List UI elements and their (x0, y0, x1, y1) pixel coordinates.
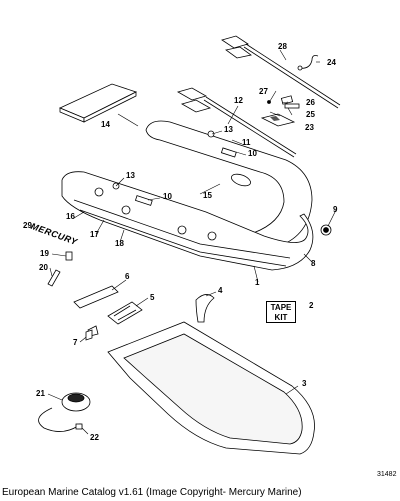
callout-26: 26 (306, 98, 315, 107)
seat-board (59, 83, 138, 123)
lanyard-part (297, 55, 319, 69)
tape-kit-box: TAPE KIT (266, 301, 296, 323)
callout-8: 8 (311, 259, 316, 268)
callout-11: 11 (242, 138, 251, 147)
oarlock-hardware (267, 95, 300, 109)
callout-22: 22 (90, 433, 99, 442)
callout-25: 25 (306, 110, 315, 119)
callout-23: 23 (305, 123, 314, 132)
callout-21: 21 (36, 389, 45, 398)
tape-kit-line2: KIT (274, 313, 288, 322)
floorboard (107, 321, 315, 455)
callout-14: 14 (101, 120, 110, 129)
valve-part (320, 224, 332, 236)
callout-17: 17 (90, 230, 99, 239)
callout-1: 1 (255, 278, 260, 287)
callout-5: 5 (150, 293, 155, 302)
screw-part (85, 329, 93, 341)
callout-10-upper: 10 (248, 149, 257, 158)
callout-19: 19 (40, 249, 49, 258)
callout-20: 20 (39, 263, 48, 272)
callout-7: 7 (73, 338, 78, 347)
diagram-reference-number: 31482 (377, 471, 397, 478)
callout-16: 16 (66, 212, 75, 221)
callout-27: 27 (259, 87, 268, 96)
leader-lines (47, 49, 337, 435)
drain-plug-part (107, 301, 143, 325)
bracket-plate (73, 285, 119, 309)
patch-part (65, 251, 73, 261)
tape-kit-line1: TAPE (270, 303, 292, 312)
callout-10-lower: 10 (163, 192, 172, 201)
lower-tube (61, 171, 314, 271)
callout-6: 6 (125, 272, 130, 281)
callout-2: 2 (309, 301, 314, 310)
callout-28: 28 (278, 42, 287, 51)
catalog-caption: European Marine Catalog v1.61 (Image Cop… (2, 487, 302, 498)
hose-adapter-part (75, 423, 83, 430)
callout-15: 15 (203, 191, 212, 200)
callout-18: 18 (115, 239, 124, 248)
callout-12: 12 (234, 96, 243, 105)
lanyard-clip (297, 65, 303, 71)
callout-4: 4 (218, 286, 223, 295)
oar-lower (176, 87, 297, 158)
tube-part (47, 269, 61, 287)
curved-handle-part (195, 294, 215, 323)
callout-29: 29 (23, 221, 32, 230)
callout-13-upper: 13 (224, 125, 233, 134)
callout-3: 3 (302, 379, 307, 388)
callout-24: 24 (327, 58, 336, 67)
callout-13-lower: 13 (126, 171, 135, 180)
oar-upper (221, 35, 341, 109)
callout-9: 9 (333, 205, 338, 214)
